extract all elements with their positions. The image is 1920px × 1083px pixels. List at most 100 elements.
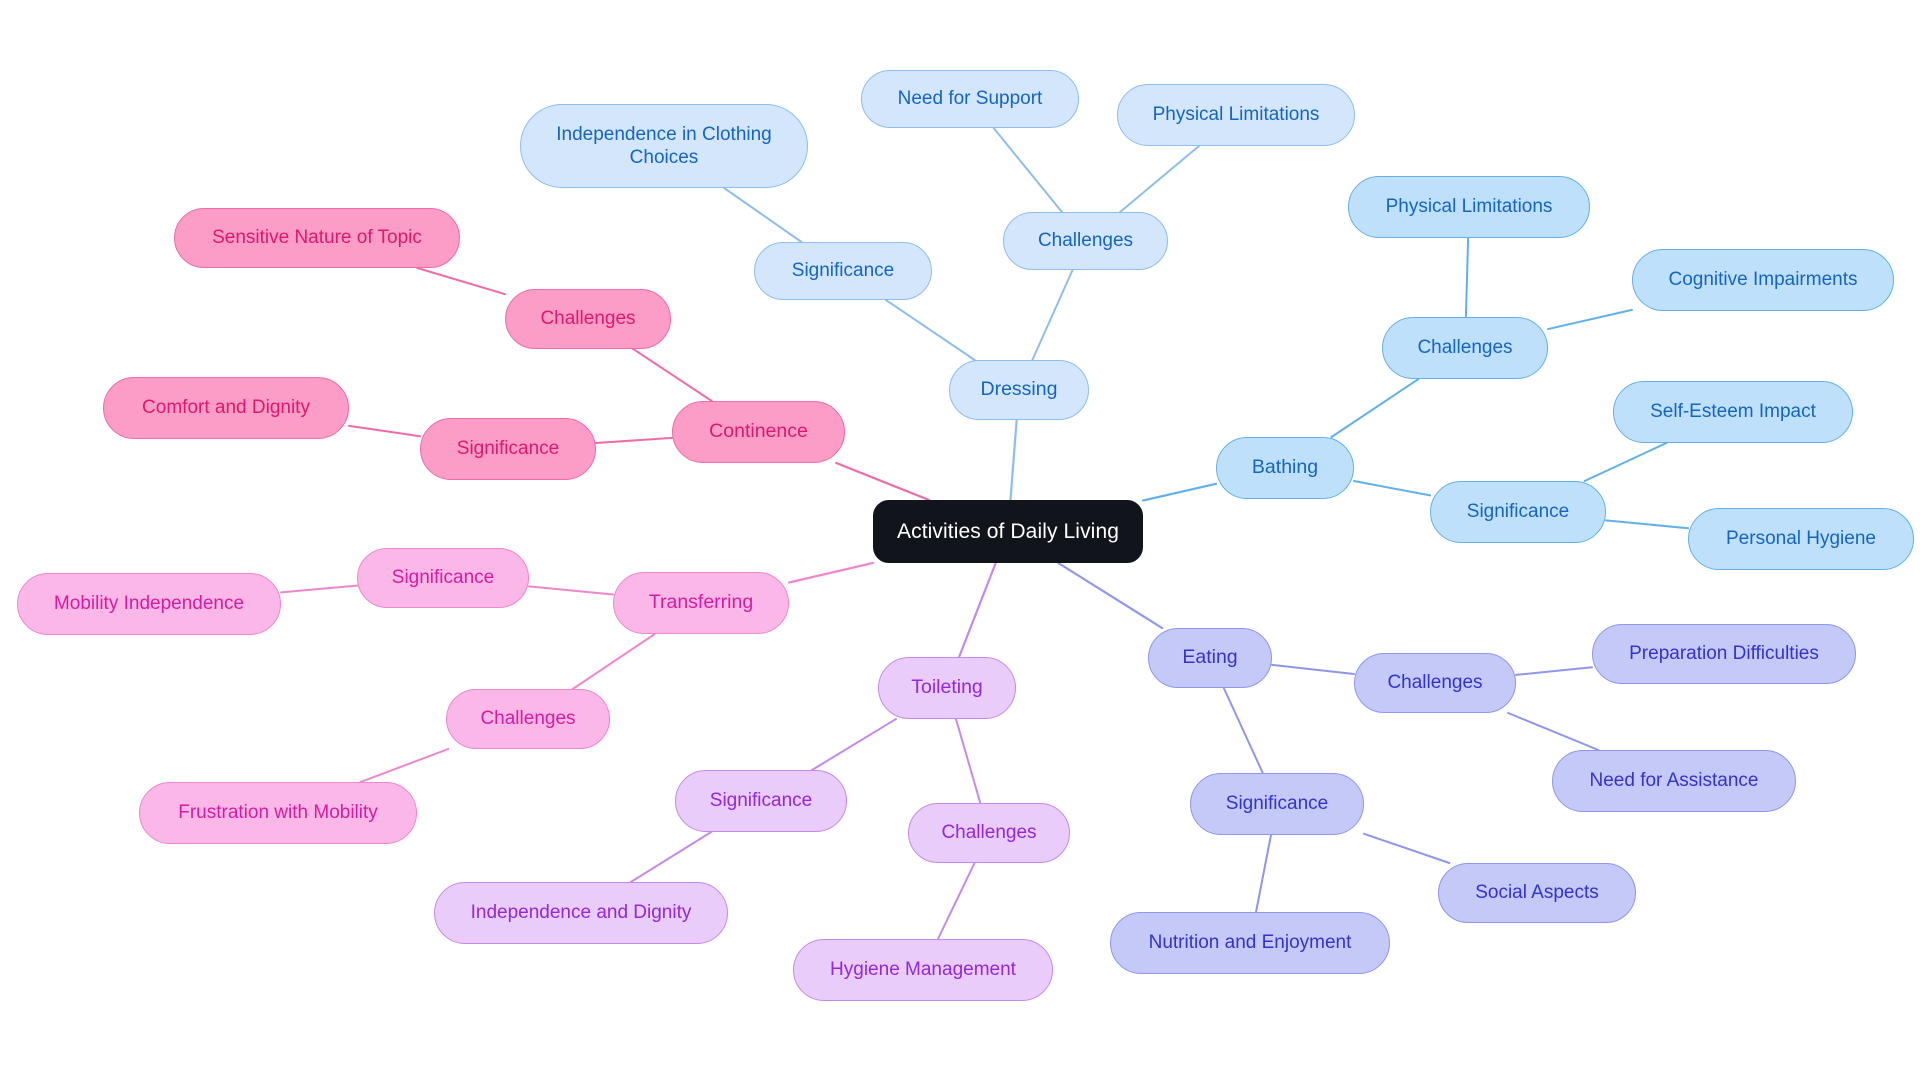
leaf-node-hygiene-management[interactable]: Hygiene Management [793, 939, 1053, 1001]
leaf-node-cognitive-impairments[interactable]: Cognitive Impairments [1632, 249, 1894, 311]
node-label: Physical Limitations [1385, 196, 1553, 218]
node-label: Self-Esteem Impact [1650, 401, 1816, 423]
node-label: Significance [391, 567, 495, 589]
leaf-node-frustration-with-mobility[interactable]: Frustration with Mobility [139, 782, 417, 844]
sub-node-dressing-challenges[interactable]: Challenges [1003, 212, 1168, 270]
leaf-node-physical-limitations-bathing[interactable]: Physical Limitations [1348, 176, 1590, 238]
branch-node-bathing[interactable]: Bathing [1216, 437, 1354, 499]
mindmap-link [835, 461, 931, 502]
mindmap-link [1119, 145, 1200, 213]
root-node-activities-of-daily-living[interactable]: Activities of Daily Living [873, 500, 1143, 563]
mindmap-link [348, 424, 421, 438]
leaf-node-comfort-and-dignity[interactable]: Comfort and Dignity [103, 377, 349, 439]
mindmap-link [1222, 687, 1264, 774]
node-label: Significance [709, 790, 813, 812]
sub-node-eating-significance[interactable]: Significance [1190, 773, 1364, 835]
leaf-node-need-for-support[interactable]: Need for Support [861, 70, 1079, 128]
node-label: Challenges [1037, 230, 1134, 252]
node-label: Challenges [540, 308, 636, 330]
leaf-node-social-aspects[interactable]: Social Aspects [1438, 863, 1636, 923]
node-label: Cognitive Impairments [1668, 269, 1858, 291]
mindmap-link [811, 718, 897, 771]
sub-node-continence-challenges[interactable]: Challenges [505, 289, 671, 349]
mindmap-link [632, 348, 713, 402]
node-label: Eating [1182, 646, 1238, 669]
branch-node-eating[interactable]: Eating [1148, 628, 1272, 688]
node-label: Frustration with Mobility [178, 802, 378, 824]
node-label: Independence and Dignity [470, 902, 692, 924]
branch-node-dressing[interactable]: Dressing [949, 360, 1089, 420]
node-label: Dressing [980, 378, 1058, 401]
sub-node-dressing-significance[interactable]: Significance [754, 242, 932, 300]
mindmap-link [954, 718, 982, 804]
sub-node-eating-challenges[interactable]: Challenges [1354, 653, 1516, 713]
node-label: Challenges [1417, 337, 1513, 359]
leaf-node-mobility-independence[interactable]: Mobility Independence [17, 573, 281, 635]
mindmap-link [787, 561, 875, 584]
node-label: Continence [709, 420, 808, 443]
branch-node-toileting[interactable]: Toileting [878, 657, 1016, 719]
sub-node-bathing-challenges[interactable]: Challenges [1382, 317, 1548, 379]
node-label: Toileting [911, 676, 983, 699]
node-label: Sensitive Nature of Topic [212, 227, 422, 249]
mindmap-link [936, 862, 976, 940]
mindmap-link [1031, 269, 1074, 361]
mindmap-link [1507, 712, 1600, 751]
leaf-node-personal-hygiene[interactable]: Personal Hygiene [1688, 508, 1914, 570]
mindmap-link [1353, 480, 1431, 497]
node-label: Hygiene Management [830, 959, 1016, 981]
node-label: Significance [791, 260, 895, 282]
mindmap-link [1271, 663, 1355, 675]
node-label: Mobility Independence [53, 593, 245, 615]
mindmap-link [571, 633, 656, 690]
node-label: Need for Assistance [1589, 770, 1759, 792]
node-label: Social Aspects [1475, 882, 1599, 904]
branch-node-continence[interactable]: Continence [672, 401, 845, 463]
mindmap-link [884, 299, 976, 361]
mindmap-link [1515, 666, 1593, 676]
node-label: Significance [1466, 501, 1570, 523]
node-label: Challenges [480, 708, 576, 730]
node-label: Preparation Difficulties [1629, 643, 1819, 665]
mindmap-link [1583, 442, 1668, 482]
leaf-node-self-esteem-impact[interactable]: Self-Esteem Impact [1613, 381, 1853, 443]
mindmap-link [1009, 418, 1018, 502]
mindmap-link [280, 584, 358, 594]
node-label: Activities of Daily Living [896, 519, 1119, 543]
mindmap-link [992, 127, 1063, 213]
mindmap-link [1547, 308, 1633, 331]
node-label: Need for Support [897, 88, 1043, 110]
node-label: Significance [456, 438, 560, 460]
node-label: Personal Hygiene [1726, 528, 1876, 550]
branch-node-transferring[interactable]: Transferring [613, 572, 789, 634]
leaf-node-preparation-difficulties[interactable]: Preparation Difficulties [1592, 624, 1856, 684]
leaf-node-independence-and-dignity[interactable]: Independence and Dignity [434, 882, 728, 944]
node-label: Challenges [941, 822, 1037, 844]
mindmap-link [359, 748, 450, 783]
mindmap-link [723, 187, 803, 243]
node-label: Challenges [1387, 672, 1483, 694]
node-label: Significance [1225, 793, 1329, 815]
leaf-node-physical-limitations-dressing[interactable]: Physical Limitations [1117, 84, 1355, 146]
sub-node-transferring-significance[interactable]: Significance [357, 548, 529, 608]
sub-node-bathing-significance[interactable]: Significance [1430, 481, 1606, 543]
mindmap-link [1605, 519, 1689, 530]
mindmap-link [1141, 482, 1218, 502]
sub-node-toileting-challenges[interactable]: Challenges [908, 803, 1070, 863]
leaf-node-independence-in-clothing-choices[interactable]: Independence in Clothing Choices [520, 104, 808, 188]
sub-node-continence-significance[interactable]: Significance [420, 418, 596, 480]
mindmap-link [1363, 832, 1451, 864]
leaf-node-nutrition-and-enjoyment[interactable]: Nutrition and Enjoyment [1110, 912, 1390, 974]
sub-node-toileting-significance[interactable]: Significance [675, 770, 847, 832]
node-label: Comfort and Dignity [142, 397, 310, 419]
mindmap-link [629, 831, 713, 883]
mindmap-link [1255, 834, 1272, 913]
sub-node-transferring-challenges[interactable]: Challenges [446, 689, 610, 749]
mindmap-link [957, 561, 997, 659]
leaf-node-sensitive-nature-of-topic[interactable]: Sensitive Nature of Topic [174, 208, 460, 268]
leaf-node-need-for-assistance[interactable]: Need for Assistance [1552, 750, 1796, 812]
mindmap-link [1057, 561, 1164, 630]
mindmap-link [528, 585, 614, 596]
node-label: Transferring [648, 591, 754, 614]
node-label: Physical Limitations [1152, 104, 1320, 126]
